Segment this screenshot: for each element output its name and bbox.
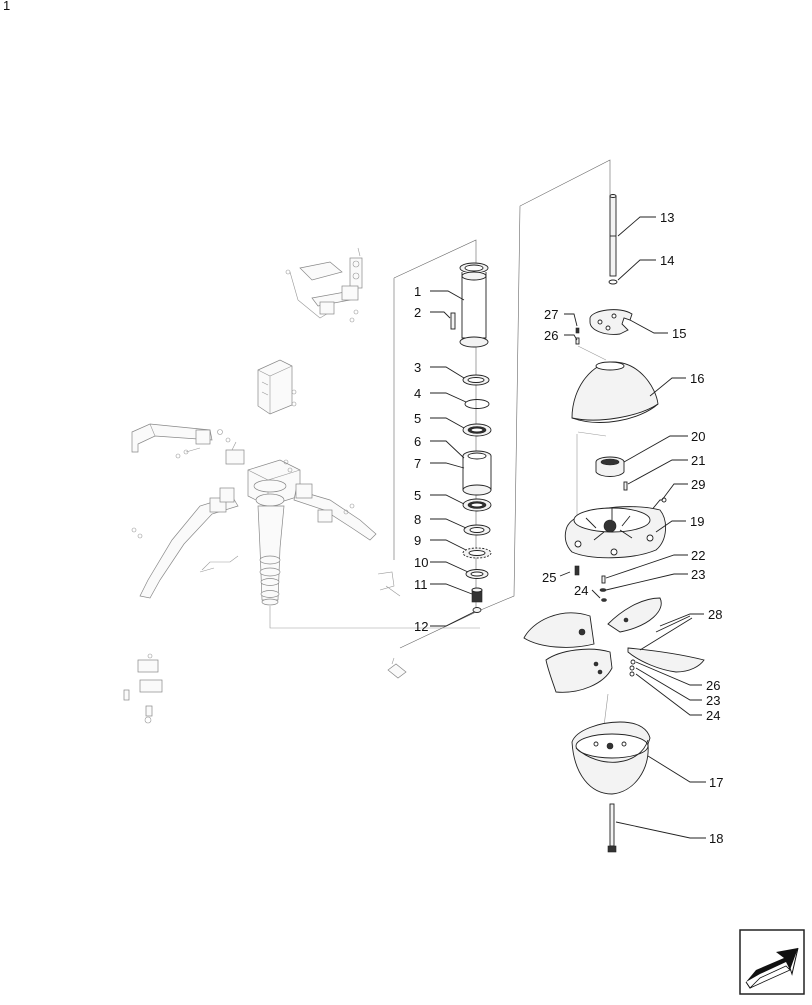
callout-22: 22 xyxy=(691,548,705,563)
part-gearbox-housing xyxy=(564,506,666,559)
callout-24-lower: 24 xyxy=(706,708,720,723)
callout-19: 19 xyxy=(690,514,704,529)
callout-9: 9 xyxy=(414,533,421,548)
callout-5: 5 xyxy=(414,411,421,426)
callout-27: 27 xyxy=(544,307,558,322)
callout-3: 3 xyxy=(414,360,421,375)
top-bracket-cluster xyxy=(285,247,363,323)
part-long-bolt xyxy=(607,803,617,853)
callout-23: 23 xyxy=(691,567,705,582)
part-spreader-disc xyxy=(571,721,651,795)
part-circlip xyxy=(464,399,490,409)
exploded-view-outline-2 xyxy=(475,159,611,613)
callout-17: 17 xyxy=(709,775,723,790)
left-lower-arm xyxy=(131,487,239,599)
callout-6: 6 xyxy=(414,434,421,449)
callout-24: 24 xyxy=(574,583,588,598)
part-bearing-bottom xyxy=(462,498,492,512)
small-bracket xyxy=(387,657,407,679)
part-retaining-plate xyxy=(589,309,633,335)
right-arm xyxy=(293,483,377,541)
corner-mark: 1 xyxy=(3,0,10,13)
callout-20: 20 xyxy=(691,429,705,444)
callout-labels: 1 2 3 4 5 6 7 5 8 9 10 11 12 13 14 27 26… xyxy=(414,210,723,846)
next-page-arrow-icon[interactable] xyxy=(739,929,805,995)
part-blades xyxy=(523,597,705,693)
callout-14: 14 xyxy=(660,253,674,268)
part-o-ring xyxy=(608,279,618,285)
part-bolt xyxy=(574,565,580,576)
callout-18: 18 xyxy=(709,831,723,846)
part-dome-cover xyxy=(571,361,659,423)
part-pin xyxy=(450,312,456,330)
part-tube xyxy=(459,262,489,348)
callout-28: 28 xyxy=(708,607,722,622)
callout-4: 4 xyxy=(414,386,421,401)
callout-2: 2 xyxy=(414,305,421,320)
center-column-parts xyxy=(450,262,492,613)
part-bearing-top xyxy=(462,423,492,437)
callout-16: 16 xyxy=(690,371,704,386)
part-hub xyxy=(595,456,625,477)
part-shaft xyxy=(609,194,617,277)
callout-25: 25 xyxy=(542,570,556,585)
part-sprocket xyxy=(462,547,492,559)
left-upper-arm xyxy=(131,423,231,459)
callout-1: 1 xyxy=(414,284,421,299)
callout-13: 13 xyxy=(660,210,674,225)
callout-23-lower: 23 xyxy=(706,693,720,708)
callout-26: 26 xyxy=(544,328,558,343)
leader-lines xyxy=(430,216,706,839)
center-hub xyxy=(225,441,301,606)
callout-8: 8 xyxy=(414,512,421,527)
callout-15: 15 xyxy=(672,326,686,341)
part-small-pin xyxy=(575,327,580,334)
callout-7: 7 xyxy=(414,456,421,471)
hopper-box xyxy=(257,359,297,415)
callout-21: 21 xyxy=(691,453,705,468)
callout-26-lower: 26 xyxy=(706,678,720,693)
spreader-disc-assembly xyxy=(523,194,705,853)
callout-10: 10 xyxy=(414,555,428,570)
machine-frame-assembly xyxy=(123,247,480,724)
part-bushing xyxy=(462,450,492,496)
callout-12: 12 xyxy=(414,619,428,634)
callout-5-lower: 5 xyxy=(414,488,421,503)
callout-29: 29 xyxy=(691,477,705,492)
small-parts-left xyxy=(123,653,163,724)
part-spring xyxy=(471,587,483,603)
callout-11: 11 xyxy=(414,577,428,592)
part-nut xyxy=(472,607,482,613)
